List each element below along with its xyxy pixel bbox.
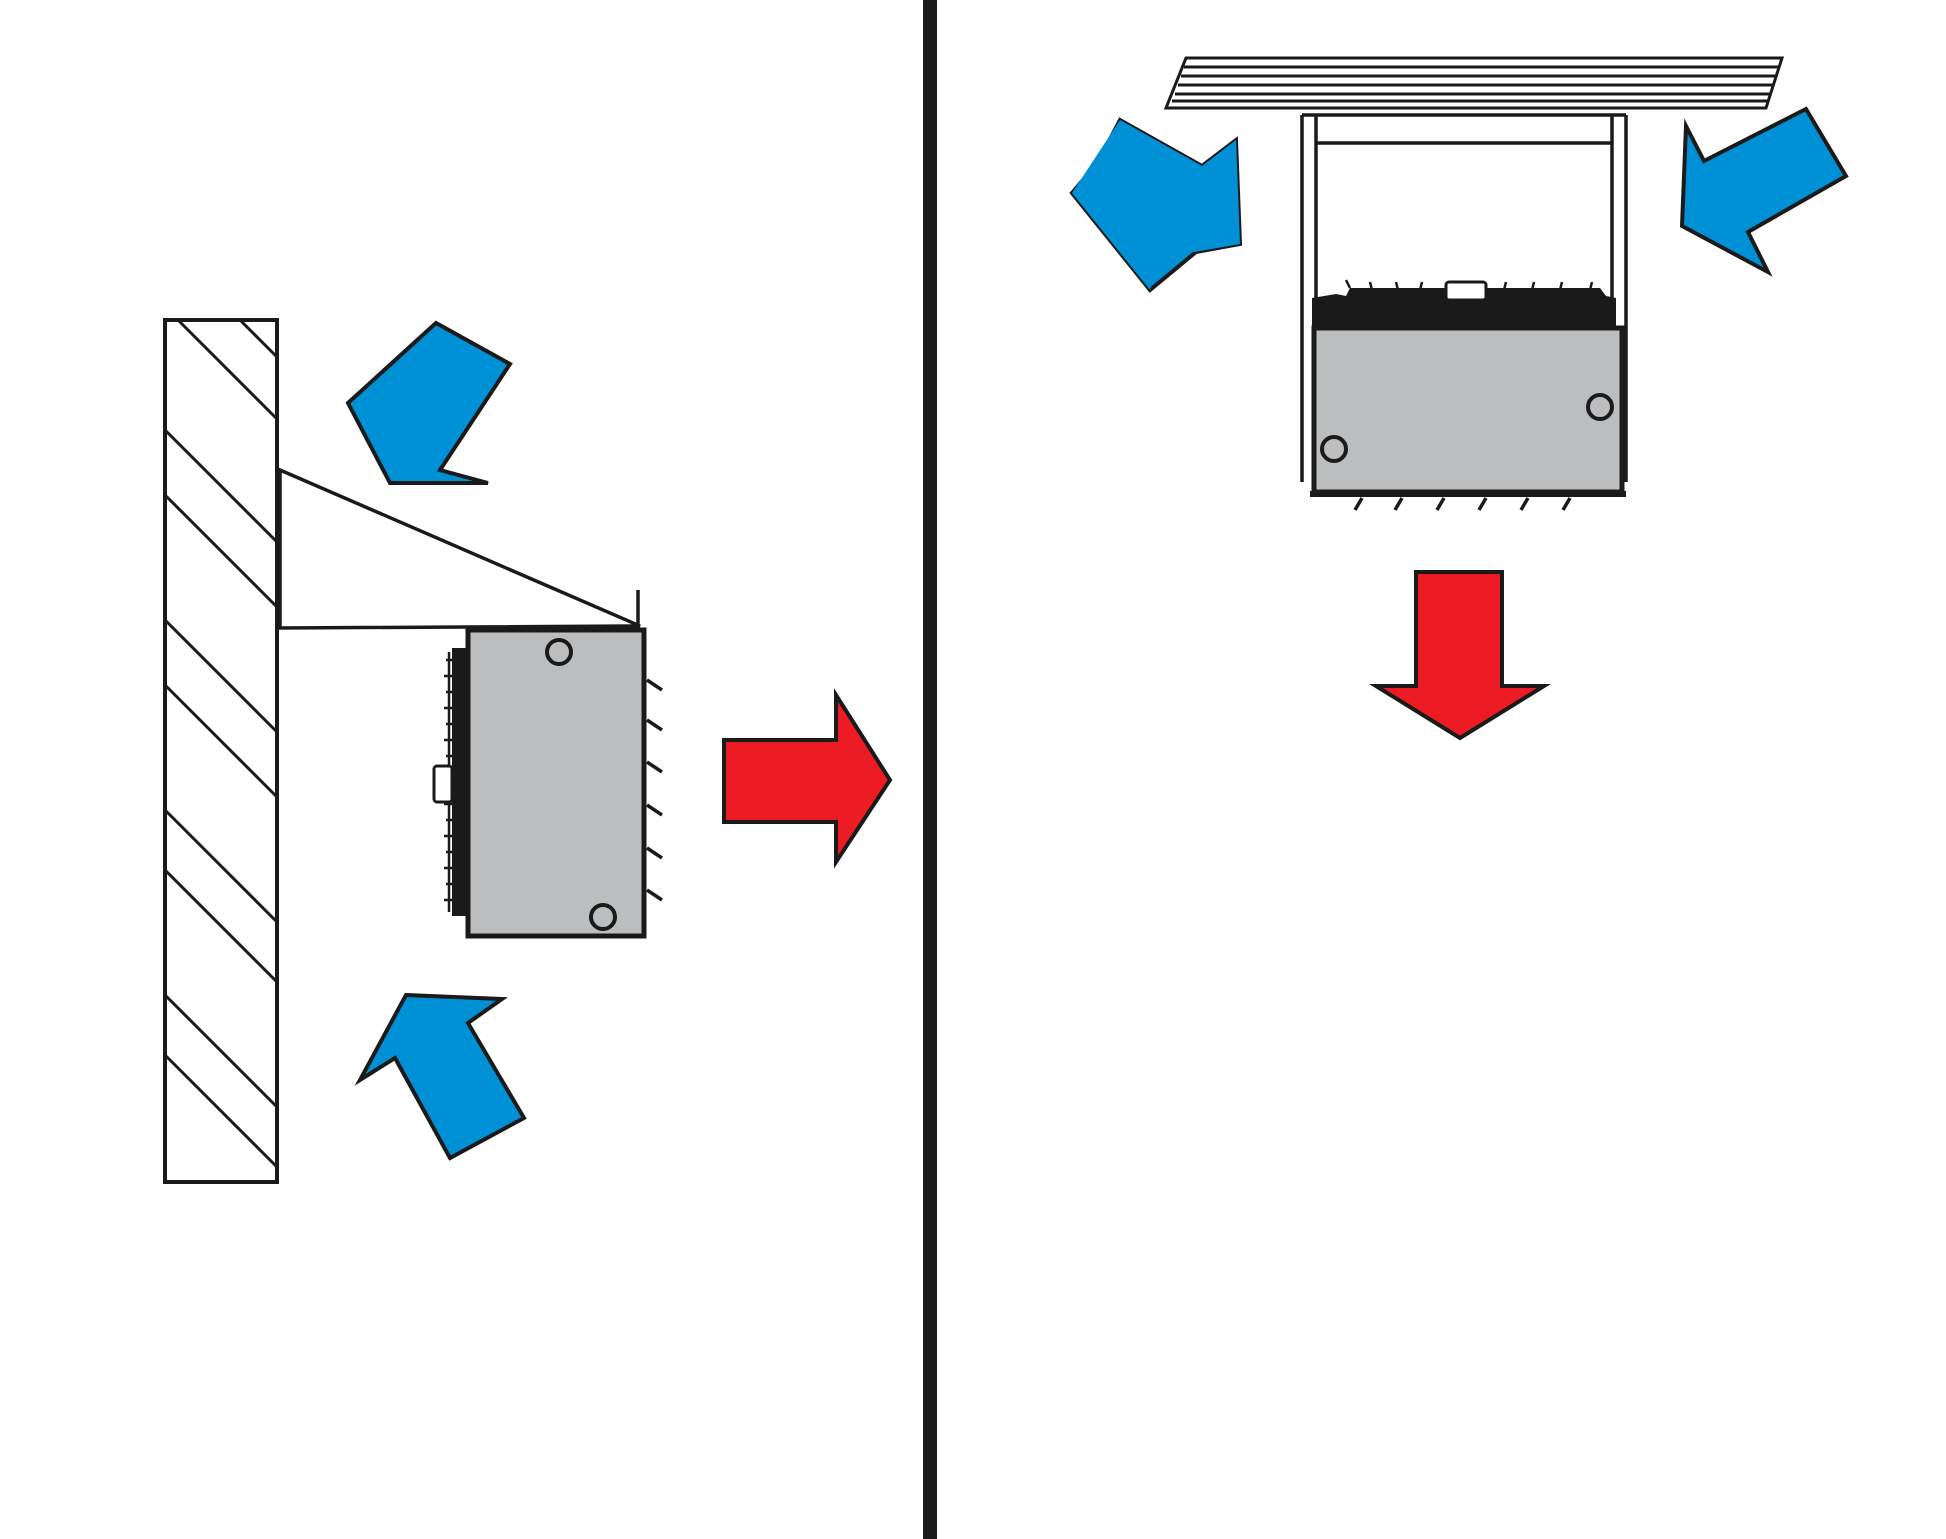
wall xyxy=(163,318,279,1184)
air-intake-arrow xyxy=(345,320,513,485)
air-outflow-arrow xyxy=(1368,570,1552,741)
air-intake-arrow xyxy=(354,992,527,1161)
wall-bracket xyxy=(278,467,641,630)
wall-mount-panel xyxy=(163,318,893,1184)
unit-side-view xyxy=(432,627,663,939)
air-intake-arrow xyxy=(1679,106,1849,277)
ceiling xyxy=(1163,56,1785,110)
unit-front-view xyxy=(1310,279,1626,511)
air-intake-arrow xyxy=(1069,117,1243,293)
ceiling-mount-panel xyxy=(1069,56,1849,741)
suspension-frame xyxy=(1300,113,1628,482)
air-outflow-arrow xyxy=(722,688,893,869)
